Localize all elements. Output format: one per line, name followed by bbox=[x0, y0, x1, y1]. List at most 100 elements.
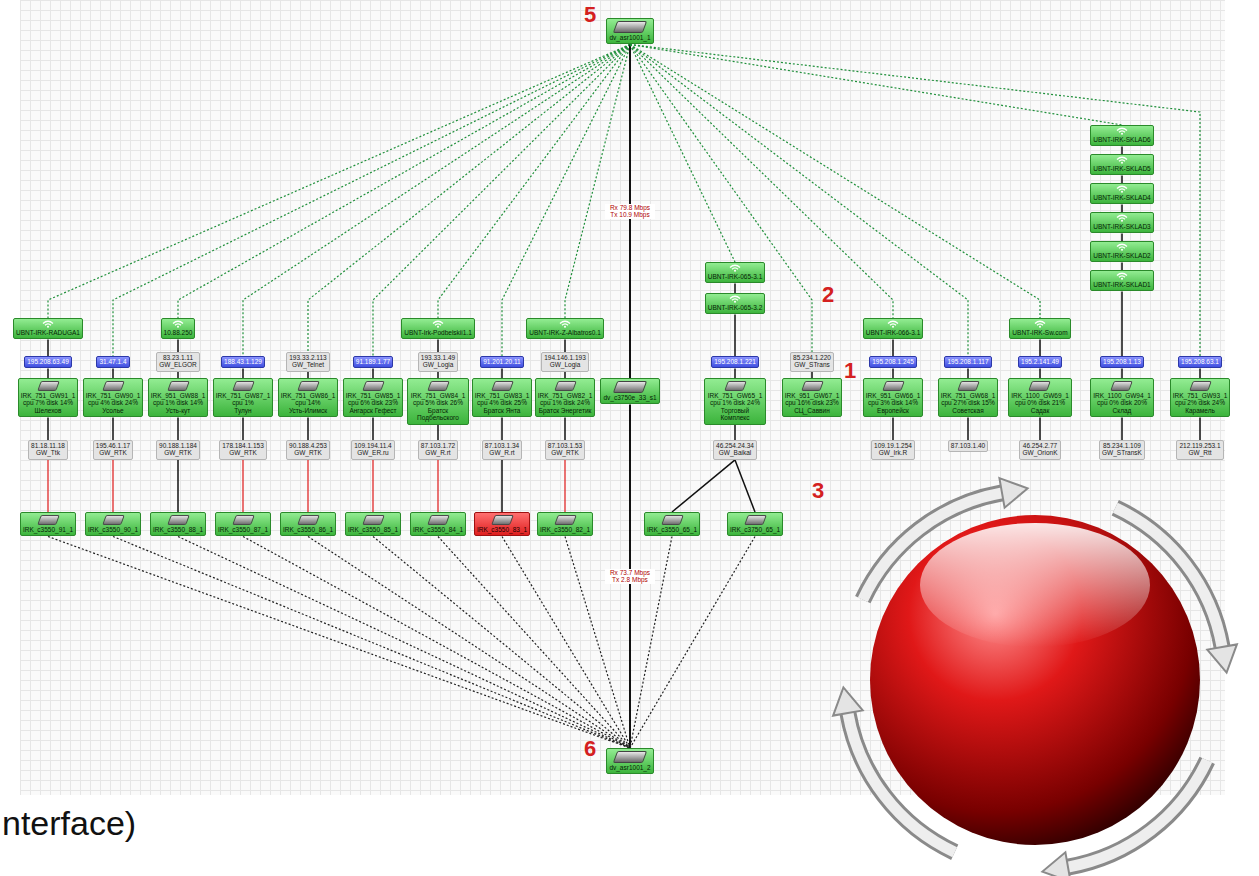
blue-node: 31.47.1.4 bbox=[96, 356, 129, 368]
node-label: IRK_c3550_91_1 bbox=[23, 526, 73, 533]
link-line bbox=[308, 537, 630, 749]
link-line bbox=[630, 45, 968, 357]
link-line bbox=[177, 460, 179, 512]
wifi-node: UBNT-IRK-SKLAD2 bbox=[1090, 241, 1153, 262]
link-line bbox=[501, 369, 503, 379]
node-label: Садак bbox=[1011, 407, 1069, 414]
device-icon bbox=[167, 515, 190, 525]
device-icon bbox=[613, 21, 647, 33]
grey-node: 194.146.1.193GW_Logia bbox=[541, 352, 589, 372]
wifi-node: UBNT-IRK-SKLAD3 bbox=[1090, 212, 1153, 233]
node-label: 193.33.1.49 bbox=[421, 354, 455, 361]
node-label: IRK_c3550_90_1 bbox=[88, 526, 138, 533]
node-label: Европейск bbox=[866, 407, 921, 414]
node-label: 195.208.1.117 bbox=[947, 358, 988, 365]
grey-node: 90.188.1.184GW_RTK bbox=[156, 440, 200, 460]
node-label: 31.47.1.4 bbox=[99, 358, 126, 365]
device-icon bbox=[957, 381, 980, 391]
node-label: Ангарск Гефест bbox=[346, 407, 401, 414]
wifi-arc bbox=[43, 321, 53, 325]
node-label: GW_Irk.R bbox=[874, 449, 912, 456]
wifi-arc bbox=[433, 321, 443, 325]
node-label: IRK_751_GW86_1 bbox=[281, 392, 336, 399]
wifi-node: UBNT-IRK-065-3.2 bbox=[705, 293, 766, 314]
node-label: 90.188.1.184 bbox=[159, 442, 197, 449]
grey-node: 46.254.24.34GW_Baikal bbox=[713, 440, 757, 460]
wifi-node: UBNT-IRK-SKLAD5 bbox=[1090, 154, 1153, 175]
link-line bbox=[1121, 147, 1123, 155]
router-node: IRK_951_GW67_1cpu 16% disk 23%СЦ_Саввин bbox=[782, 378, 843, 417]
router-node: IRK_751_GW86_1cpu 14%Усть-Илимск bbox=[278, 378, 339, 417]
device-icon bbox=[554, 381, 577, 391]
node-label: IRK_951_GW67_1 bbox=[785, 392, 840, 399]
callout-number: 3 bbox=[812, 480, 824, 502]
wifi-node: UBNT-IRK-SKLAD1 bbox=[1090, 270, 1153, 291]
node-label: IRK_c3550_88_1 bbox=[153, 526, 203, 533]
node-label: UBNT-IRK-SKLAD5 bbox=[1093, 165, 1150, 172]
link-line bbox=[112, 460, 113, 512]
wifi-dot bbox=[1121, 133, 1123, 135]
wifi-arc bbox=[888, 321, 898, 325]
router-node: IRK_751_GW84_1cpu 5% disk 26%Братск Подб… bbox=[407, 378, 469, 425]
node-label: 194.146.1.193 bbox=[544, 354, 586, 361]
link-line bbox=[630, 45, 1040, 319]
node-label: GW_Logia bbox=[544, 361, 586, 368]
sphere-highlight bbox=[920, 523, 1150, 647]
link-line bbox=[672, 460, 735, 512]
link-line bbox=[112, 369, 114, 379]
node-label: cpu 27% disk 15% bbox=[941, 399, 996, 406]
link-line bbox=[307, 460, 308, 512]
device-icon bbox=[37, 381, 60, 391]
router-node: IRK_751_GW68_1cpu 27% disk 15%Советская bbox=[938, 378, 999, 417]
wifi-dot bbox=[1121, 191, 1123, 193]
node-label: 195.208.63.1 bbox=[1181, 358, 1219, 365]
device-icon bbox=[1111, 381, 1134, 391]
node-label: UBNT-IRK-Z-Albatros0.1 bbox=[529, 329, 601, 336]
node-label: GW_RTK bbox=[548, 449, 582, 456]
node-label: 10.88.250 bbox=[164, 329, 193, 336]
blue-node: 188.43.1.129 bbox=[221, 356, 265, 368]
wifi-icon bbox=[729, 295, 741, 303]
link-line bbox=[437, 340, 439, 353]
wifi-dot bbox=[892, 326, 894, 328]
node-label: IRK_751_GW82_1 bbox=[538, 392, 593, 399]
blue-node: 91.201.20.11 bbox=[480, 356, 523, 368]
node-label: IRK_751_GW68_1 bbox=[941, 392, 996, 399]
device-icon bbox=[427, 381, 450, 391]
link-line bbox=[734, 369, 736, 379]
link-line bbox=[1121, 292, 1123, 357]
node-label: 195.208.1.13 bbox=[1103, 358, 1141, 365]
wifi-dot bbox=[564, 326, 566, 328]
node-label: IRK_751_GW90_1 bbox=[86, 392, 141, 399]
node-label: 91.189.1.77 bbox=[356, 358, 390, 365]
device-icon bbox=[613, 751, 647, 763]
node-label: UBNT-IRK-065-3.1 bbox=[708, 273, 763, 280]
node-label: IRK_751_GW87_1 bbox=[216, 392, 271, 399]
wifi-arc bbox=[1117, 273, 1127, 277]
node-label: Братск Подбельского bbox=[410, 407, 466, 422]
core-node: dv_asr1001_1 bbox=[606, 18, 653, 44]
node-label: 85.234.1.220 bbox=[793, 354, 831, 361]
link-line bbox=[243, 537, 630, 749]
link-line bbox=[892, 417, 894, 440]
link-line bbox=[967, 369, 969, 379]
node-label: cpu 4% disk 24% bbox=[86, 399, 141, 406]
node-label: 178.184.1.153 bbox=[222, 442, 264, 449]
blue-node: 195.208.1.13 bbox=[1100, 356, 1144, 368]
core-node: dv_c3750e_33_s1 bbox=[600, 378, 659, 404]
node-label: GW_ELGOR bbox=[159, 361, 197, 368]
device-icon bbox=[297, 381, 320, 391]
wifi-icon bbox=[729, 264, 741, 272]
link-line bbox=[630, 45, 1122, 126]
link-line bbox=[967, 417, 969, 440]
blue-node: 195.208.1.117 bbox=[944, 356, 991, 368]
node-label: 85.234.1.109 bbox=[1102, 442, 1142, 449]
switch-node: IRK_c3550_65_1 bbox=[644, 512, 700, 536]
wifi-node: UBNT-IRK-SKLAD6 bbox=[1090, 125, 1153, 146]
node-label: IRK_c3550_86_1 bbox=[283, 526, 333, 533]
arrow-head bbox=[1207, 644, 1237, 672]
link-line bbox=[735, 460, 755, 512]
node-label: IRK_c3550_65_1 bbox=[647, 526, 697, 533]
node-label: dv_c3750e_33_s1 bbox=[603, 394, 656, 401]
